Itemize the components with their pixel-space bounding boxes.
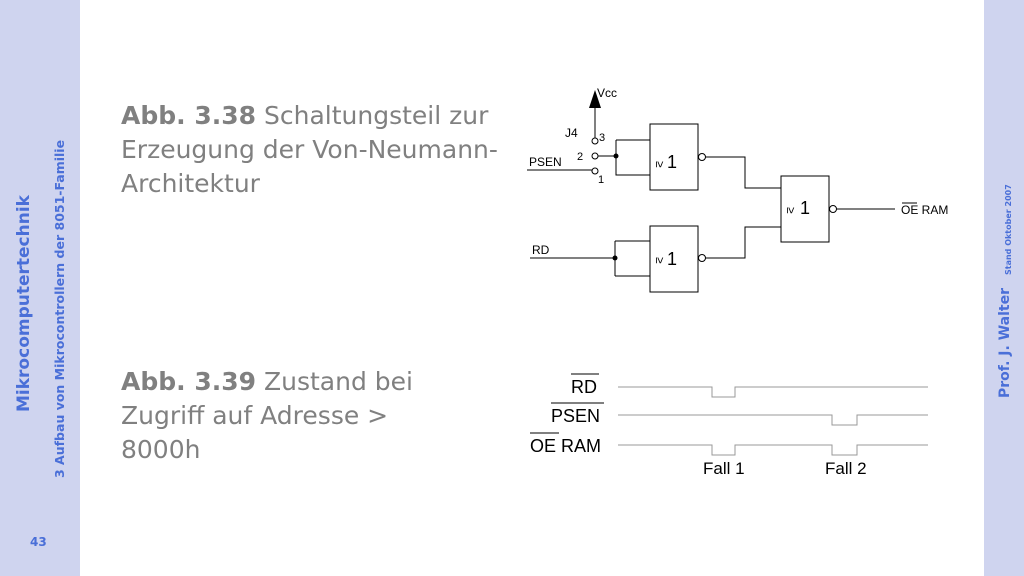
jumper-label: J4 <box>565 126 578 140</box>
page-number: 43 <box>30 535 47 549</box>
gate3-sym: ≥ <box>784 207 798 214</box>
jumper-pin-3 <box>591 137 599 145</box>
pin3-label: 3 <box>599 132 605 144</box>
gate2-one: 1 <box>667 249 677 269</box>
figure2-caption: Abb. 3.39 Zustand bei Zugriff auf Adress… <box>121 365 461 467</box>
gate1-one: 1 <box>667 152 677 172</box>
case1-label: Fall 1 <box>703 459 745 478</box>
timing-diagram <box>530 373 928 456</box>
schematic-labels: Vcc J4 3 2 1 PSEN RD ≥ 1 ≥ 1 ≥ 1 OE RAM <box>529 86 948 269</box>
vcc-arrow <box>589 90 601 108</box>
rd-label: RD <box>532 243 550 257</box>
gate3-one: 1 <box>800 198 810 218</box>
figure2-label: Abb. 3.39 <box>121 367 257 396</box>
nor-gate-2 <box>649 225 699 293</box>
schematic-diagram <box>527 90 917 293</box>
case2-label: Fall 2 <box>825 459 867 478</box>
left-sidebar <box>0 0 80 576</box>
gate2-sym: ≥ <box>653 257 667 264</box>
oe-ram-waveform <box>618 444 928 456</box>
psen-waveform <box>618 414 928 426</box>
gate1-sym: ≥ <box>653 161 667 168</box>
psen-label: PSEN <box>529 155 562 169</box>
timing-labels: RD PSEN OE RAM Fall 1 Fall 2 <box>530 377 867 478</box>
timing-rd-label: RD <box>571 377 597 397</box>
timing-oe-label: OE RAM <box>530 436 601 456</box>
pin2-label: 2 <box>577 151 583 163</box>
rd-waveform <box>618 386 928 398</box>
right-sidebar <box>984 0 1024 576</box>
jumper-pin-2 <box>591 152 599 160</box>
figure1-label: Abb. 3.38 <box>121 101 257 130</box>
oe-ram-label: OE RAM <box>901 203 948 217</box>
figure1-caption-text: Schaltungsteil zur Erzeugung der Von-Neu… <box>121 101 498 198</box>
timing-psen-label: PSEN <box>551 406 600 426</box>
vcc-label: Vcc <box>597 86 617 100</box>
figure1-caption: Abb. 3.38 Schaltungsteil zur Erzeugung d… <box>121 99 501 201</box>
pin1-label: 1 <box>598 174 604 186</box>
figure2-caption-text: Zustand bei Zugriff auf Adresse > 8000h <box>121 367 413 464</box>
